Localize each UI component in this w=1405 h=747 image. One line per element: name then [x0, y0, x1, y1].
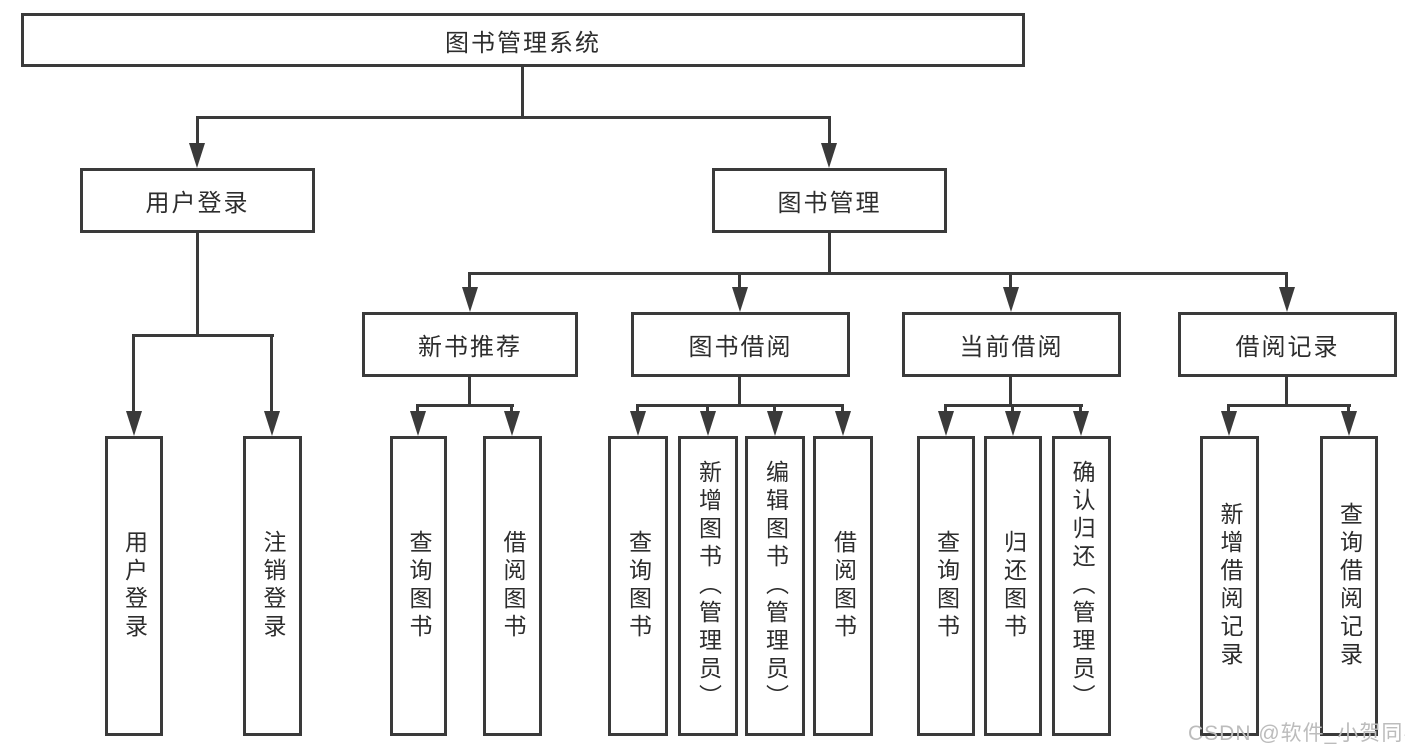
leaf-add-books-admin: 新增图书（管理员）	[678, 436, 738, 736]
node-user-login: 用户登录	[80, 168, 315, 233]
connector-user-login-riser	[196, 233, 199, 336]
node-book-management-label: 图书管理	[777, 190, 882, 217]
node-library-management-system: 图书管理系统	[21, 13, 1025, 67]
arrowhead-new-book	[462, 287, 478, 312]
node-library-management-system-label: 图书管理系统	[445, 29, 601, 57]
arrowhead-leaf-logout	[264, 411, 280, 436]
node-new-book-recommendation-label: 新书推荐	[418, 334, 522, 361]
connector-book-management-split	[469, 272, 1288, 275]
leaf-borrow-books-borrowing: 借阅图书	[813, 436, 873, 736]
arrowhead-borrow-books-2	[835, 411, 851, 436]
connector-stem-confirm-return	[1079, 404, 1082, 414]
leaf-add-books-admin-label: 新增图书（管理员）	[695, 460, 722, 712]
connector-book-borrowing-riser	[738, 377, 741, 407]
node-borrowing-records-label: 借阅记录	[1235, 334, 1340, 361]
connector-stem-leaf-user-login	[132, 334, 135, 412]
connector-stem-return-books	[1011, 404, 1014, 414]
leaf-query-books-current-label: 查询图书	[933, 530, 960, 642]
connector-new-book-split	[417, 404, 514, 407]
leaf-logout-label: 注销登录	[260, 530, 286, 642]
arrowhead-add-books	[700, 411, 716, 436]
leaf-return-books: 归还图书	[984, 436, 1042, 736]
connector-stem-query-books-3	[944, 404, 947, 414]
connector-new-book-riser	[468, 377, 471, 407]
connector-book-management-riser	[828, 232, 831, 274]
node-current-borrowing-label: 当前借阅	[959, 334, 1064, 361]
connector-root-riser	[521, 66, 524, 118]
leaf-add-borrow-record: 新增借阅记录	[1200, 436, 1259, 736]
arrowhead-edit-books	[767, 411, 783, 436]
leaf-edit-books-admin-label: 编辑图书（管理员）	[762, 460, 789, 712]
connector-stem-user-login	[196, 116, 199, 146]
arrowhead-return-books	[1005, 411, 1021, 436]
node-book-management: 图书管理	[712, 168, 947, 233]
arrowhead-book-borrowing	[732, 287, 748, 312]
arrowhead-leaf-user-login	[126, 411, 142, 436]
arrowhead-confirm-return	[1073, 411, 1089, 436]
leaf-logout: 注销登录	[243, 436, 302, 736]
arrowhead-borrowing-records	[1279, 287, 1295, 312]
arrowhead-current-borrowing	[1003, 287, 1019, 312]
arrowhead-query-books-2	[630, 411, 646, 436]
connector-stem-query-books-1	[416, 404, 419, 414]
leaf-query-books-recommend: 查询图书	[390, 436, 447, 736]
connector-borrowing-records-riser	[1285, 377, 1288, 407]
leaf-borrow-books-borrowing-label: 借阅图书	[830, 530, 857, 642]
node-new-book-recommendation: 新书推荐	[362, 312, 578, 377]
leaf-query-books-borrowing-label: 查询图书	[625, 530, 652, 642]
leaf-confirm-return-admin: 确认归还（管理员）	[1052, 436, 1111, 736]
arrowhead-query-books-1	[410, 411, 426, 436]
connector-stem-book-borrowing	[738, 272, 741, 290]
node-book-borrowing: 图书借阅	[631, 312, 850, 377]
leaf-query-borrow-record: 查询借阅记录	[1320, 436, 1378, 736]
leaf-query-books-recommend-label: 查询图书	[406, 530, 432, 642]
connector-stem-current-borrowing	[1009, 272, 1012, 290]
connector-borrowing-records-split	[1227, 404, 1351, 407]
connector-stem-book-management	[828, 116, 831, 146]
connector-stem-query-borrow-record	[1347, 404, 1350, 414]
leaf-return-books-label: 归还图书	[1000, 530, 1027, 642]
leaf-borrow-books-recommend: 借阅图书	[483, 436, 542, 736]
connector-stem-borrow-books-2	[841, 404, 844, 414]
node-current-borrowing: 当前借阅	[902, 312, 1121, 377]
connector-stem-add-borrow-record	[1227, 404, 1230, 414]
arrowhead-user-login	[189, 143, 205, 168]
watermark: CSDN @软件_小贺同学	[1188, 722, 1405, 745]
connector-stem-borrow-books-1	[510, 404, 513, 414]
node-book-borrowing-label: 图书借阅	[688, 334, 793, 361]
connector-stem-edit-books	[773, 404, 776, 414]
leaf-user-login-label: 用户登录	[121, 530, 148, 642]
arrowhead-book-management	[821, 143, 837, 168]
connector-user-login-split	[132, 334, 274, 337]
leaf-query-borrow-record-label: 查询借阅记录	[1336, 502, 1363, 670]
arrowhead-add-borrow-record	[1221, 411, 1237, 436]
connector-root-split	[197, 116, 831, 119]
leaf-add-borrow-record-label: 新增借阅记录	[1217, 502, 1243, 670]
leaf-borrow-books-recommend-label: 借阅图书	[500, 530, 526, 642]
connector-book-borrowing-split	[636, 404, 844, 407]
connector-stem-leaf-logout	[270, 334, 273, 412]
connector-stem-new-book	[468, 272, 471, 290]
leaf-edit-books-admin: 编辑图书（管理员）	[745, 436, 805, 736]
node-borrowing-records: 借阅记录	[1178, 312, 1397, 377]
arrowhead-borrow-books-1	[504, 411, 520, 436]
node-user-login-label: 用户登录	[145, 190, 250, 217]
connector-stem-borrowing-records	[1285, 272, 1288, 290]
arrowhead-query-books-3	[938, 411, 954, 436]
leaf-query-books-borrowing: 查询图书	[608, 436, 668, 736]
connector-current-borrowing-riser	[1009, 377, 1012, 407]
connector-stem-query-books-2	[636, 404, 639, 414]
arrowhead-query-borrow-record	[1341, 411, 1357, 436]
leaf-confirm-return-admin-label: 确认归还（管理员）	[1069, 460, 1095, 712]
connector-stem-add-books	[706, 404, 709, 414]
leaf-user-login: 用户登录	[105, 436, 163, 736]
leaf-query-books-current: 查询图书	[917, 436, 975, 736]
